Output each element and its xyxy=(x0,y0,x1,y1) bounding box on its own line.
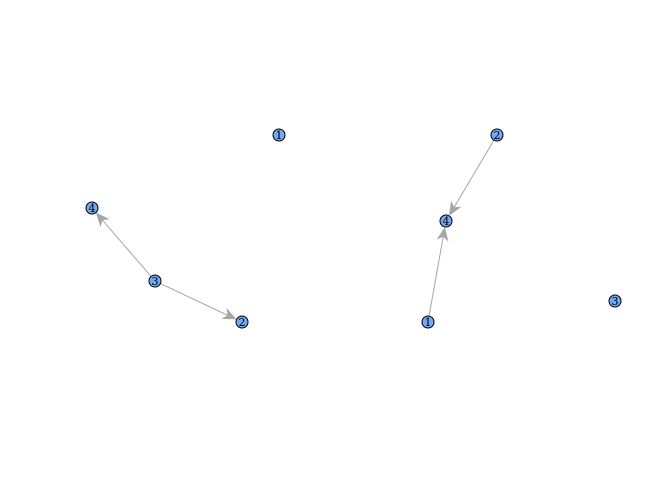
node-1: 1 xyxy=(421,315,435,329)
edge-3-to-2 xyxy=(160,283,237,320)
edge-1-to-4 xyxy=(428,226,449,317)
node-circle xyxy=(272,128,286,142)
node-label: 2 xyxy=(494,129,501,142)
node-circle xyxy=(439,214,453,228)
node-1: 1 xyxy=(272,128,286,142)
node-3: 3 xyxy=(148,274,162,288)
node-label: 1 xyxy=(425,316,432,329)
node-circle xyxy=(235,315,249,329)
node-4: 4 xyxy=(439,214,453,228)
node-circle xyxy=(608,294,622,308)
arrowhead xyxy=(95,212,110,228)
node-circle xyxy=(148,274,162,288)
arrowhead xyxy=(436,226,449,242)
node-label: 2 xyxy=(239,316,246,329)
node-label: 4 xyxy=(443,215,450,228)
node-label: 1 xyxy=(276,129,283,142)
node-label: 4 xyxy=(89,202,96,215)
edge-line xyxy=(450,139,495,213)
node-label: 3 xyxy=(152,275,159,288)
edge-line xyxy=(428,230,445,317)
graph-2: 1 2 3 4 xyxy=(421,128,622,329)
arrowhead xyxy=(449,200,462,216)
node-4: 4 xyxy=(85,201,99,215)
node-2: 2 xyxy=(235,315,249,329)
node-3: 3 xyxy=(608,294,622,308)
node-circle xyxy=(490,128,504,142)
edge-2-to-4 xyxy=(449,139,495,216)
edge-3-to-4 xyxy=(95,212,152,277)
node-label: 3 xyxy=(612,295,619,308)
node-circle xyxy=(421,315,435,329)
arrowhead xyxy=(221,308,237,320)
edge-line xyxy=(160,283,234,319)
node-2: 2 xyxy=(490,128,504,142)
node-circle xyxy=(85,201,99,215)
graphs-root: 1 2 3 4 1 2 3 4 xyxy=(85,128,622,329)
graph-1: 1 2 3 4 xyxy=(85,128,286,329)
edge-line xyxy=(98,215,152,277)
